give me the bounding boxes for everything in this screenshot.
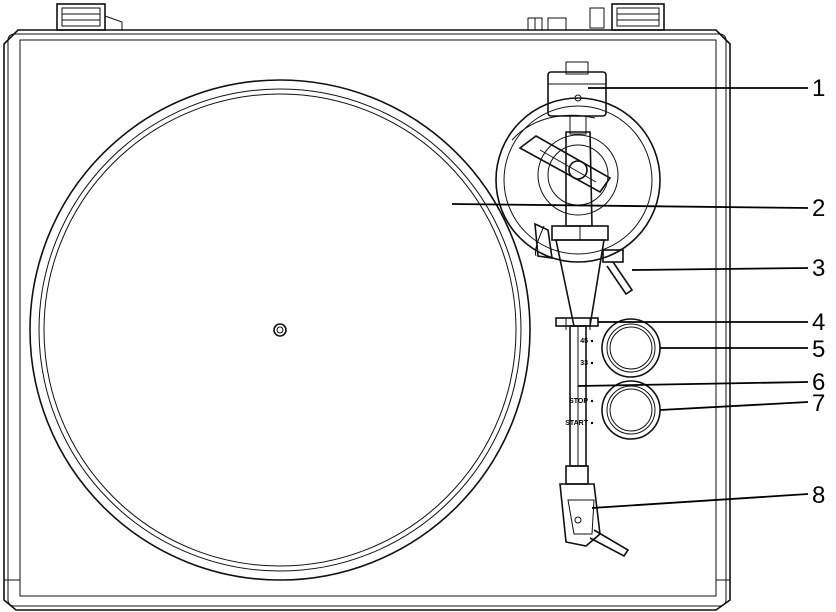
tonearm-pivot [552, 226, 608, 240]
spindle [274, 324, 286, 336]
leader-7 [660, 402, 808, 410]
platter [30, 80, 530, 580]
callout-2: 2 [812, 195, 825, 222]
rear-connectors [528, 18, 566, 30]
callout-8: 8 [812, 482, 825, 509]
callout-1: 1 [812, 75, 825, 102]
dot-33 [591, 362, 593, 364]
label-start: START [565, 420, 589, 427]
dot-45 [591, 340, 593, 342]
callout-5: 5 [812, 336, 825, 363]
label-33: 33 [580, 360, 588, 367]
cue-lever [535, 224, 552, 258]
callout-7: 7 [812, 390, 825, 417]
callout-4: 4 [812, 309, 825, 336]
leader-3 [632, 268, 808, 270]
callout-3: 3 [812, 255, 825, 282]
dot-stop [591, 400, 593, 402]
leader-8 [592, 494, 808, 508]
label-stop: STOP [569, 398, 588, 405]
label-45: 45 [580, 338, 588, 345]
headshell [560, 484, 628, 556]
speed-knob[interactable] [602, 319, 660, 377]
dot-start [591, 422, 593, 424]
left-hinge [57, 4, 122, 30]
start-stop-knob[interactable] [602, 381, 660, 439]
tonearm-tube [556, 132, 604, 484]
leader-6 [578, 382, 808, 386]
right-hinge [590, 4, 664, 30]
anti-skating-arm [520, 136, 610, 192]
leader-2 [452, 204, 808, 208]
